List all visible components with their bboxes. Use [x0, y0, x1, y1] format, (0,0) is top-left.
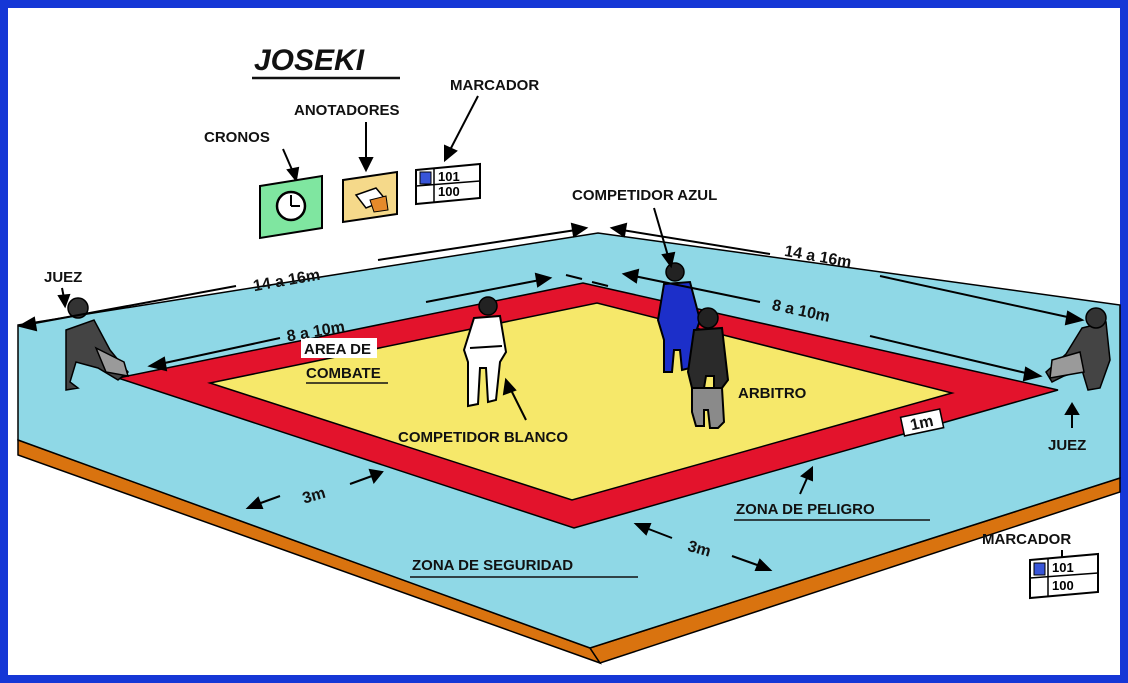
competidor-blanco-label: COMPETIDOR BLANCO — [398, 429, 568, 446]
scoreboard-top-row1: 101 — [438, 169, 460, 184]
referee-figure — [686, 307, 730, 429]
start-line-mark — [591, 281, 609, 287]
juez-right-arrow — [1064, 402, 1080, 428]
inner-left-dimension-arrow — [147, 272, 553, 372]
cronos-arrow — [282, 148, 300, 183]
judge-left-figure — [65, 297, 130, 391]
outer-left-dimension-arrow — [17, 222, 589, 332]
cronos-label: CRONOS — [204, 129, 270, 146]
marcador-top-label: MARCADOR — [450, 77, 539, 94]
safety-left-dimension-label: 3m — [301, 485, 328, 508]
scoreboard-bottom-row1: 101 — [1052, 560, 1074, 575]
safety-right-dimension-arrow — [633, 523, 773, 571]
danger-width-label-bg — [899, 408, 945, 437]
anotadores-arrow — [358, 122, 374, 173]
inner-right-dimension-arrow — [621, 268, 1043, 382]
diagram-title: JOSEKI — [254, 44, 365, 77]
timer-panel — [259, 174, 323, 240]
judge-right-figure — [1045, 307, 1111, 391]
combat-area — [207, 302, 955, 501]
combate-label: COMBATE — [306, 365, 381, 382]
marcador-top-arrow — [444, 95, 479, 163]
area-de-label: AREA DE — [304, 341, 371, 358]
scoreboard-bottom: 101 100 — [1029, 552, 1099, 600]
outer-right-dimension-arrow — [609, 222, 1085, 326]
danger-width-label: 1m — [909, 413, 935, 434]
score-keeper-panel — [342, 170, 398, 224]
zona-de-peligro-arrow — [799, 465, 813, 495]
scoreboard-top: 101 100 — [415, 162, 481, 206]
zona-de-peligro-label: ZONA DE PELIGRO — [736, 501, 875, 518]
safety-right-dimension-label: 3m — [686, 538, 713, 561]
start-line-mark — [565, 274, 583, 280]
area-de-label-bg — [301, 338, 377, 358]
competidor-azul-label: COMPETIDOR AZUL — [572, 187, 717, 204]
safety-left-dimension-arrow — [245, 468, 384, 509]
marcador-bottom-label: MARCADOR — [982, 531, 1071, 548]
juez-left-arrow — [57, 287, 71, 309]
competidor-blanco-arrow — [502, 377, 527, 421]
juez-left-label: JUEZ — [44, 269, 82, 286]
scoreboard-top-row2: 100 — [438, 184, 460, 199]
competidor-azul-arrow — [653, 207, 676, 269]
arbitro-label: ARBITRO — [738, 385, 807, 402]
juez-right-label: JUEZ — [1048, 437, 1086, 454]
scoreboard-bottom-row2: 100 — [1052, 578, 1074, 593]
zona-de-seguridad-label: ZONA DE SEGURIDAD — [412, 557, 573, 574]
white-competitor-figure — [462, 296, 508, 408]
anotadores-label: ANOTADORES — [294, 102, 400, 119]
